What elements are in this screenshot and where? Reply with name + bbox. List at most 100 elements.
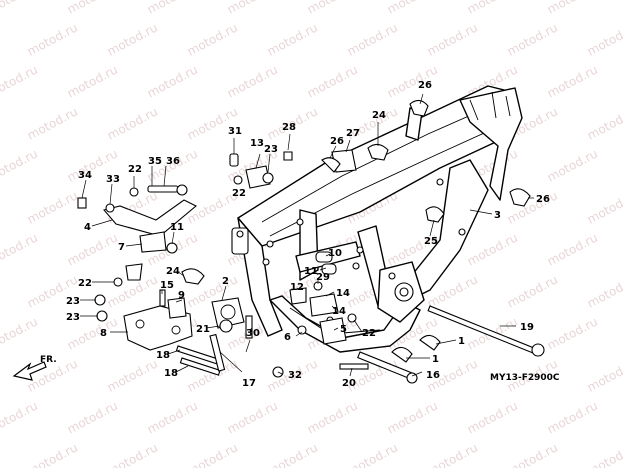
clamp-part-1-b <box>419 334 441 351</box>
bracket-part-4 <box>103 199 197 237</box>
callout-label-7: 7 <box>118 242 125 253</box>
callout-label-15: 15 <box>160 280 174 291</box>
bracket-part-22-small <box>125 263 143 281</box>
callout-label-1a: 1 <box>458 336 465 347</box>
watermark-text: motod.ru <box>105 20 160 58</box>
callout-label-24b: 24 <box>166 266 180 277</box>
callout-label-35: 35 <box>148 156 162 167</box>
bolt-part-34 <box>77 197 87 209</box>
front-arrow-icon <box>12 361 47 381</box>
watermark-text: motod.ru <box>505 272 560 310</box>
callout-label-3: 3 <box>494 210 501 221</box>
callout-label-22b: 22 <box>128 164 142 175</box>
bolt-part-17 <box>209 333 226 372</box>
bracket-part-14 <box>309 293 339 317</box>
callout-label-23a: 23 <box>264 144 278 155</box>
watermark-text: motod.ru <box>585 104 625 142</box>
watermark-text: motod.ru <box>0 146 40 184</box>
callout-label-27: 27 <box>346 128 360 139</box>
callout-label-26b: 26 <box>330 136 344 147</box>
watermark-text: motod.ru <box>25 20 80 58</box>
clamp-part-25 <box>425 206 445 223</box>
callout-label-36: 36 <box>166 156 180 167</box>
watermark-text: motod.ru <box>225 398 280 436</box>
callout-label-23b: 23 <box>66 296 80 307</box>
watermark-text: motod.ru <box>0 0 40 17</box>
bolt-part-30 <box>245 315 253 339</box>
watermark-text: motod.ru <box>105 104 160 142</box>
bracket-part-12 <box>289 287 307 305</box>
watermark-text: motod.ru <box>585 356 625 394</box>
callout-label-17: 17 <box>242 378 256 389</box>
bolt-part-18-b <box>179 357 221 376</box>
bracket-part-9 <box>167 297 187 319</box>
nut-part-6 <box>297 325 307 335</box>
watermark-text: motod.ru <box>0 314 40 352</box>
callout-label-19: 19 <box>520 322 534 333</box>
diagram-code: MY13-F2900C <box>490 373 560 383</box>
callout-label-28: 28 <box>282 122 296 133</box>
watermark-text: motod.ru <box>305 0 360 17</box>
callout-label-32: 32 <box>288 370 302 381</box>
callout-label-22c: 22 <box>78 278 92 289</box>
callout-label-25: 25 <box>424 236 438 247</box>
callout-label-11a: 11 <box>170 222 184 233</box>
watermark-text: motod.ru <box>585 272 625 310</box>
nut-part-23-a <box>94 294 106 306</box>
watermark-text: motod.ru <box>265 440 320 468</box>
watermark-text: motod.ru <box>225 0 280 17</box>
watermark-text: motod.ru <box>65 230 120 268</box>
watermark-text: motod.ru <box>345 440 400 468</box>
callout-label-31: 31 <box>228 126 242 137</box>
watermark-text: motod.ru <box>425 20 480 58</box>
watermark-text: motod.ru <box>25 104 80 142</box>
watermark-text: motod.ru <box>545 62 600 100</box>
callout-label-8: 8 <box>100 328 107 339</box>
watermark-text: motod.ru <box>145 0 200 17</box>
watermark-text: motod.ru <box>225 62 280 100</box>
nut-part-36 <box>176 184 188 196</box>
nut-part-23-b <box>96 310 108 322</box>
callout-label-30: 30 <box>246 328 260 339</box>
mount-part-2 <box>211 297 245 329</box>
watermark-text: motod.ru <box>145 398 200 436</box>
callout-label-11b: 11 <box>304 266 318 277</box>
collar-part-21 <box>219 319 233 333</box>
watermark-text: motod.ru <box>465 230 520 268</box>
watermark-text: motod.ru <box>0 230 40 268</box>
collar-part-10 <box>315 251 333 263</box>
callout-label-21: 21 <box>196 324 210 335</box>
callout-label-5: 5 <box>340 324 347 335</box>
callout-label-12: 12 <box>290 282 304 293</box>
callout-label-14a: 14 <box>336 288 350 299</box>
watermark-text: motod.ru <box>585 440 625 468</box>
watermark-text: motod.ru <box>465 0 520 17</box>
watermark-text: motod.ru <box>65 62 120 100</box>
callout-label-2: 2 <box>222 276 229 287</box>
clamp-part-24-top <box>367 143 389 161</box>
bolt-part-35 <box>147 185 179 193</box>
nut-part-22-top <box>233 175 243 185</box>
callout-label-29: 29 <box>316 272 330 283</box>
watermark-text: motod.ru <box>545 398 600 436</box>
watermark-text: motod.ru <box>545 146 600 184</box>
callout-label-1b: 1 <box>432 354 439 365</box>
callout-label-22a: 22 <box>232 188 246 199</box>
callout-label-20: 20 <box>342 378 356 389</box>
clamp-part-26-left <box>321 157 341 173</box>
leader-lines <box>80 93 534 377</box>
watermark-text: motod.ru <box>145 62 200 100</box>
watermark-text: motod.ru <box>425 440 480 468</box>
callout-label-34: 34 <box>78 170 92 181</box>
front-direction-indicator: FR. <box>12 355 57 381</box>
callout-label-22d: 22 <box>362 328 376 339</box>
callout-label-18a: 18 <box>156 350 170 361</box>
watermark-text: motod.ru <box>385 398 440 436</box>
callout-label-26c: 26 <box>536 194 550 205</box>
nut-part-23-top <box>262 172 274 184</box>
bracket-part-26-right <box>509 188 531 207</box>
callout-label-24a: 24 <box>372 110 386 121</box>
watermark-text: motod.ru <box>465 398 520 436</box>
bolt-part-20 <box>339 363 369 370</box>
watermark-text: motod.ru <box>185 20 240 58</box>
